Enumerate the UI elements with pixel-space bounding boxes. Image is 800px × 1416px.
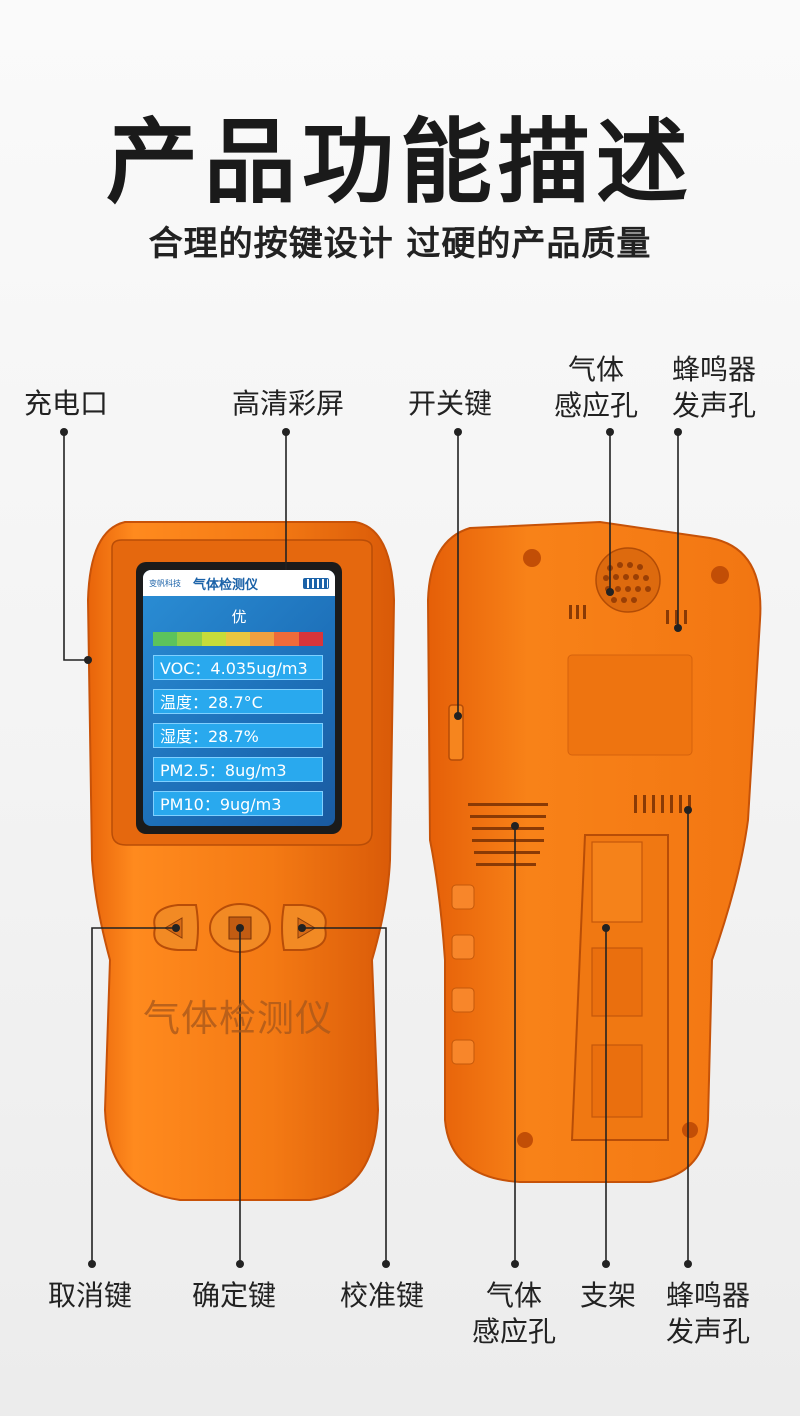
label-line: 感应孔 xyxy=(553,389,638,422)
quality-scale-segment xyxy=(298,632,323,646)
label-buzzer-hole-bottom: 蜂鸣器 发声孔 xyxy=(662,1278,754,1350)
label-stand: 支架 xyxy=(580,1279,637,1312)
label-power-key: 开关键 xyxy=(408,387,493,420)
label-line: 发声孔 xyxy=(671,389,756,422)
device-front-label: 气体检测仪 xyxy=(143,997,333,1040)
label-cancel-key: 取消键 xyxy=(48,1279,133,1312)
label-line: 蜂鸣器 xyxy=(665,1279,750,1312)
quality-scale-segment xyxy=(177,632,202,646)
quality-scale-segment xyxy=(201,632,226,646)
quality-scale-segment xyxy=(225,632,251,646)
leader-lines xyxy=(63,432,689,1264)
label-line: 气体 xyxy=(567,353,624,386)
quality-scale-segment xyxy=(153,632,178,646)
leader-dots xyxy=(60,428,692,1268)
label-line: 感应孔 xyxy=(471,1315,556,1348)
quality-scale-segment xyxy=(274,632,299,646)
device-screen: 变帆科技 气体检测仪 优 VOC：4.035ug/m3 温度：28.7°C 湿度… xyxy=(143,570,335,826)
label-confirm-key: 确定键 xyxy=(192,1279,277,1312)
screen-device-title: 气体检测仪 xyxy=(193,577,259,593)
reading-pm10: PM10：9ug/m3 xyxy=(153,791,323,816)
label-buzzer-hole-top: 蜂鸣器 发声孔 xyxy=(668,352,760,424)
reading-temperature: 温度：28.7°C xyxy=(153,689,323,714)
reading-voc: VOC：4.035ug/m3 xyxy=(153,655,323,680)
quality-scale-bar xyxy=(153,632,323,646)
label-gas-sensor-hole-top: 气体 感应孔 xyxy=(552,352,640,424)
label-line: 气体 xyxy=(485,1279,542,1312)
battery-icon xyxy=(303,577,329,589)
page-subtitle: 合理的按键设计 过硬的产品质量 xyxy=(148,224,652,264)
label-line: 蜂鸣器 xyxy=(671,353,756,386)
label-hd-screen: 高清彩屏 xyxy=(232,387,345,420)
page-title: 产品功能描述 xyxy=(105,109,694,216)
reading-humidity: 湿度：28.7% xyxy=(153,723,323,748)
screen-brand: 变帆科技 xyxy=(149,578,181,588)
label-charging-port: 充电口 xyxy=(24,387,109,420)
label-line: 发声孔 xyxy=(665,1315,750,1348)
air-quality-status: 优 xyxy=(231,608,247,626)
back-device xyxy=(426,520,762,1183)
reading-pm25: PM2.5：8ug/m3 xyxy=(153,757,323,782)
quality-scale-segment xyxy=(250,632,275,646)
screen-header: 变帆科技 气体检测仪 xyxy=(143,570,335,596)
label-gas-sensor-hole-bottom: 气体 感应孔 xyxy=(468,1278,560,1350)
label-calibrate-key: 校准键 xyxy=(340,1279,425,1312)
